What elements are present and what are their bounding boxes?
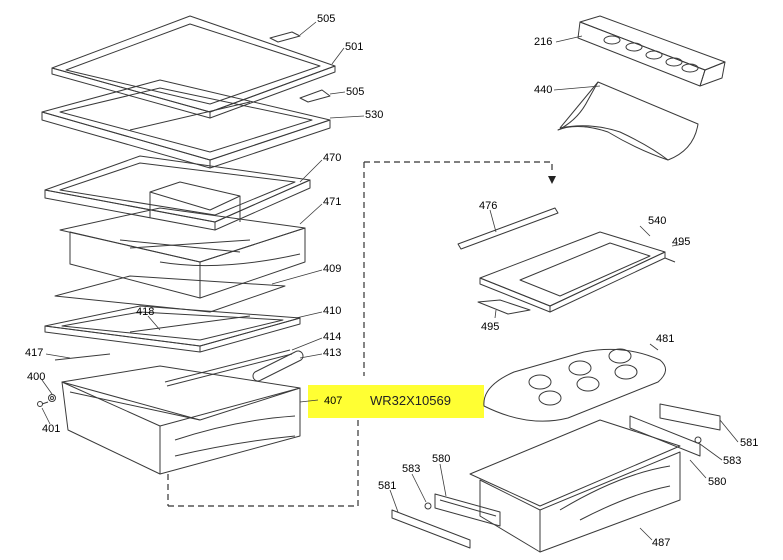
part-470-cover — [44, 155, 311, 231]
part-501-shelf — [51, 15, 336, 119]
label-583-right: 583 — [723, 455, 742, 467]
part-580-right-rail — [629, 415, 701, 457]
label-581-right: 581 — [740, 437, 759, 449]
part-540-lid — [479, 231, 676, 313]
label-540: 540 — [648, 215, 667, 227]
part-505-clip-right — [299, 89, 331, 103]
label-487: 487 — [652, 537, 671, 549]
label-495-lower: 495 — [481, 321, 500, 333]
label-418: 418 — [136, 306, 155, 318]
part-440-shield — [557, 81, 699, 161]
part-487-bin — [469, 419, 681, 553]
label-476: 476 — [479, 200, 498, 212]
part-530-frame — [41, 79, 331, 169]
part-400-nut — [48, 394, 56, 402]
label-410: 410 — [323, 305, 342, 317]
part-413-roller — [252, 350, 304, 382]
part-581-right-rail — [659, 403, 721, 431]
label-414: 414 — [323, 331, 342, 343]
label-471: 471 — [323, 196, 342, 208]
part-481-egg-tray — [483, 348, 666, 422]
highlight-band — [308, 385, 484, 418]
label-583-left: 583 — [402, 463, 421, 475]
part-401-screw — [37, 401, 49, 407]
leader-lines — [41, 21, 739, 541]
part-581-left-rail — [391, 509, 471, 549]
label-481: 481 — [656, 333, 675, 345]
label-581-left: 581 — [378, 480, 397, 492]
label-580-left: 580 — [432, 453, 451, 465]
label-440: 440 — [534, 84, 553, 96]
label-530: 530 — [365, 109, 384, 121]
highlighted-part-number[interactable]: WR32X10569 — [370, 393, 451, 408]
label-505-right: 505 — [346, 86, 365, 98]
part-410-frame — [44, 305, 301, 353]
dashed-callout — [167, 161, 553, 507]
label-400: 400 — [27, 371, 46, 383]
label-501: 501 — [345, 41, 364, 53]
label-417: 417 — [25, 347, 44, 359]
callout-arrow — [548, 176, 556, 184]
part-583-right-clip — [694, 436, 702, 444]
label-580-right: 580 — [708, 476, 727, 488]
part-580-left-rail — [434, 493, 501, 527]
part-583-left-clip — [424, 502, 432, 510]
label-401: 401 — [42, 423, 61, 435]
part-417-rail — [54, 353, 111, 361]
part-409-glass — [54, 275, 286, 313]
label-505-top: 505 — [317, 13, 336, 25]
part-505-clip-top — [269, 31, 301, 43]
part-471-frame — [59, 207, 306, 299]
part-476-strip — [457, 207, 559, 250]
label-409: 409 — [323, 263, 342, 275]
part-216-tray — [577, 15, 726, 87]
part-414-rod — [164, 349, 293, 387]
label-407: 407 — [324, 395, 343, 407]
label-495-right: 495 — [672, 236, 691, 248]
label-413: 413 — [323, 347, 342, 359]
part-407-drawer — [61, 365, 301, 475]
part-495-tab-lower — [477, 299, 531, 315]
label-216: 216 — [534, 36, 553, 48]
label-470: 470 — [323, 152, 342, 164]
